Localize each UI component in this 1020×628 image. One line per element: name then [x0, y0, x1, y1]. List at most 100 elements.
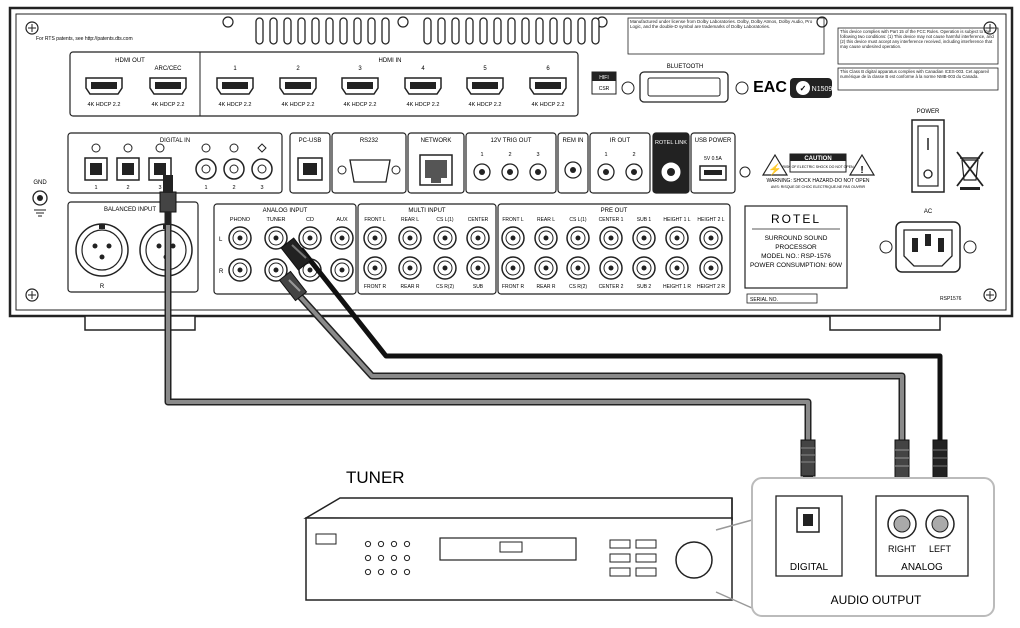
tuner-preset-button — [364, 554, 372, 562]
tuner-preset-button — [390, 568, 398, 576]
analog-input-jack-pin — [237, 235, 243, 241]
hdmi-port-slot — [91, 82, 117, 89]
hdmi-port-text: 4K HDCP 2.2 — [88, 102, 121, 108]
hdmi-port-text: 4K HDCP 2.2 — [532, 102, 565, 108]
pre-out-section — [497, 203, 731, 295]
optical-port-number: 2 — [126, 185, 129, 191]
svg-text:⚡: ⚡ — [768, 163, 782, 176]
analog-input-jack-pin — [339, 267, 345, 273]
tuner-preset-button — [377, 568, 385, 576]
pre-out-bottom-label: HEIGHT 1 R — [663, 284, 691, 290]
pre-out-jack-pin — [641, 265, 647, 271]
fcc-note: This device complies with Part 15 of the… — [840, 29, 994, 49]
xlr-pin — [92, 243, 98, 249]
pre-out-jack-pin — [708, 265, 714, 271]
svg-text:N1509: N1509 — [812, 86, 833, 93]
multi-input-top-label: CENTER — [468, 217, 489, 223]
usb-power-section — [690, 132, 736, 194]
ir-port-number: 2 — [632, 152, 635, 158]
optical-port-number: 3 — [158, 185, 161, 191]
dts-note: For RTS patents, see http://patents.dts.… — [36, 36, 133, 42]
tuner-preset-button — [377, 554, 385, 562]
balanced-input-section — [67, 201, 199, 293]
coax-input-pin — [201, 164, 211, 174]
trig-out-label: 12V TRIG OUT — [491, 138, 532, 144]
tuner-preset-button — [403, 554, 411, 562]
rs232-label: RS232 — [360, 138, 379, 144]
vent-slot — [437, 17, 446, 45]
digital-in-label: DIGITAL IN — [160, 138, 190, 144]
hdmi-port-slot — [535, 82, 561, 89]
trig-port-number: 3 — [536, 152, 539, 158]
optical-input-slot — [154, 163, 166, 175]
tuner-power-button — [315, 533, 337, 545]
pre-out-jack-pin — [510, 265, 516, 271]
hdmi-port-slot — [155, 82, 181, 89]
tuner-side-button — [609, 539, 631, 549]
power-switch[interactable] — [911, 119, 945, 193]
rotel-link-jack — [661, 162, 681, 182]
pre-out-top-label: HEIGHT 2 L — [697, 217, 724, 223]
analog-input-jack-pin — [339, 235, 345, 241]
tuner-device — [303, 497, 733, 601]
vent-slot — [479, 17, 488, 45]
tuner-side-buttons — [609, 539, 657, 577]
hifi-badge: HIFI CSR — [591, 71, 617, 95]
right-output-label: RIGHT — [888, 544, 917, 554]
warning-sub: AVIS: RISQUE DE CHOC ELECTRIQUE-NE PAS O… — [771, 185, 866, 189]
vent-slot — [283, 17, 292, 45]
xlr-jack-inner — [81, 229, 123, 271]
ir-port-number: 1 — [604, 152, 607, 158]
analog-input-jack-pin — [273, 235, 279, 241]
pre-out-jack-pin — [674, 265, 680, 271]
tuner-preset-button — [364, 568, 372, 576]
db9-port — [337, 159, 401, 183]
warning-text: WARNING: SHOCK HAZARD-DO NOT OPEN — [766, 178, 869, 184]
weee-bin-icon — [956, 151, 984, 190]
vent-slot — [269, 17, 278, 45]
pre-out-bottom-label: HEIGHT 2 R — [697, 284, 725, 290]
trig-out-pin — [507, 169, 513, 175]
analog-input-label: ANALOG INPUT — [263, 208, 308, 214]
svg-text:!: ! — [860, 165, 863, 176]
tuner-knob — [675, 541, 713, 579]
optical-plug-processor — [159, 175, 177, 225]
balanced-label: BALANCED INPUT — [104, 207, 156, 213]
hdmi-port-slot — [347, 82, 373, 89]
optical-port-number: 1 — [94, 185, 97, 191]
pre-out-jack-pin — [543, 265, 549, 271]
rotel-link-label: ROTEL LINK — [655, 140, 687, 146]
svg-text:✓: ✓ — [800, 84, 807, 93]
caution-sub: RISK OF ELECTRIC SHOCK DO NOT OPEN — [782, 165, 854, 169]
analog-input-jack-pin — [307, 267, 313, 273]
right-foot — [829, 315, 941, 331]
coax-input-pin — [229, 164, 239, 174]
analog-input-jack-pin — [273, 267, 279, 273]
left-analog-cable — [299, 247, 943, 473]
pre-out-top-label: FRONT L — [502, 217, 524, 223]
bluetooth-antenna-port — [621, 71, 749, 103]
ethernet-port — [419, 154, 453, 186]
dolby-note: Manufactured under license from Dolby La… — [630, 19, 813, 30]
tuner-preset-button — [403, 540, 411, 548]
bluetooth-label: BLUETOOTH — [667, 64, 704, 70]
pre-out-jack-pin — [674, 235, 680, 241]
tuner-preset-button — [390, 540, 398, 548]
model-line1: SURROUND SOUND — [765, 235, 828, 242]
model-line2: PROCESSOR — [775, 244, 817, 251]
pre-out-jack-pin — [641, 235, 647, 241]
digital-output-label: DIGITAL — [790, 562, 829, 573]
tuner-preset-button — [390, 554, 398, 562]
xlr-latch — [99, 224, 105, 229]
vent-slot — [353, 17, 362, 45]
vent-slot — [507, 17, 516, 45]
vent-slot — [297, 17, 306, 45]
left-foot — [84, 315, 196, 331]
zoom-line — [715, 519, 753, 531]
tuner-side-button — [635, 567, 657, 577]
coax-port-number: 1 — [204, 185, 207, 191]
